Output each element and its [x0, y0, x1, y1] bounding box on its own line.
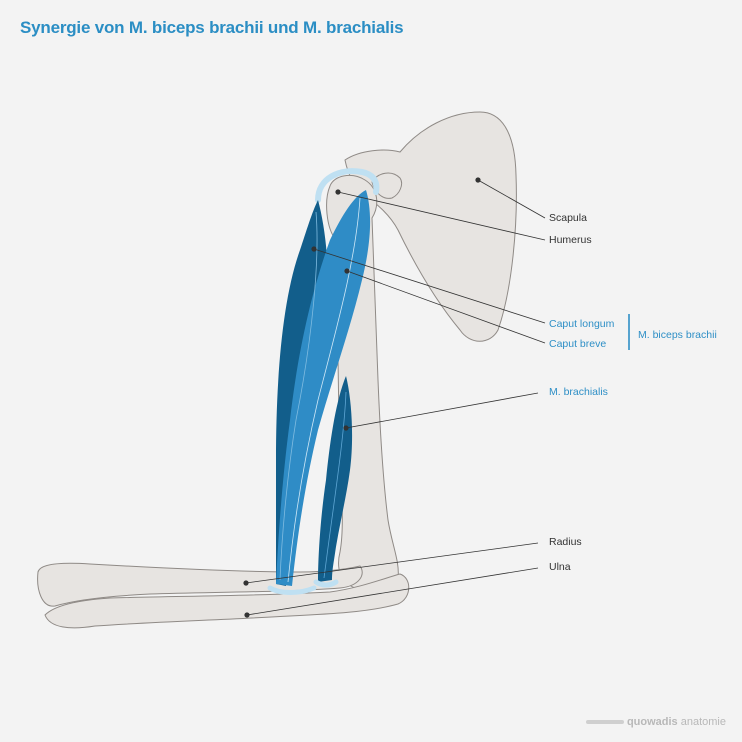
logo-brand: quowadis [626, 716, 678, 728]
caput-breve-muscle [276, 190, 371, 586]
ulna-shape [44, 573, 410, 629]
logo-mark-icon [585, 720, 624, 725]
label-brachialis: M. brachialis [549, 386, 608, 398]
figure-title: Synergie von M. biceps brachii und M. br… [20, 18, 404, 37]
label-radius: Radius [549, 536, 582, 548]
label-ulna: Ulna [549, 561, 571, 573]
label-scapula: Scapula [549, 212, 587, 224]
label-humerus: Humerus [549, 234, 592, 246]
label-caput-longum: Caput longum [549, 318, 615, 330]
biceps-proximal-tendon [315, 168, 380, 203]
logo-suffix: anatomie [680, 716, 726, 728]
biceps-distal-tendon [267, 585, 317, 595]
brand-logo: quowadis anatomie [585, 716, 726, 728]
coracoid-shape [371, 172, 403, 199]
brachialis-tendon [313, 579, 339, 588]
label-biceps-group: M. biceps brachii [638, 329, 717, 341]
label-caput-breve: Caput breve [549, 338, 607, 350]
